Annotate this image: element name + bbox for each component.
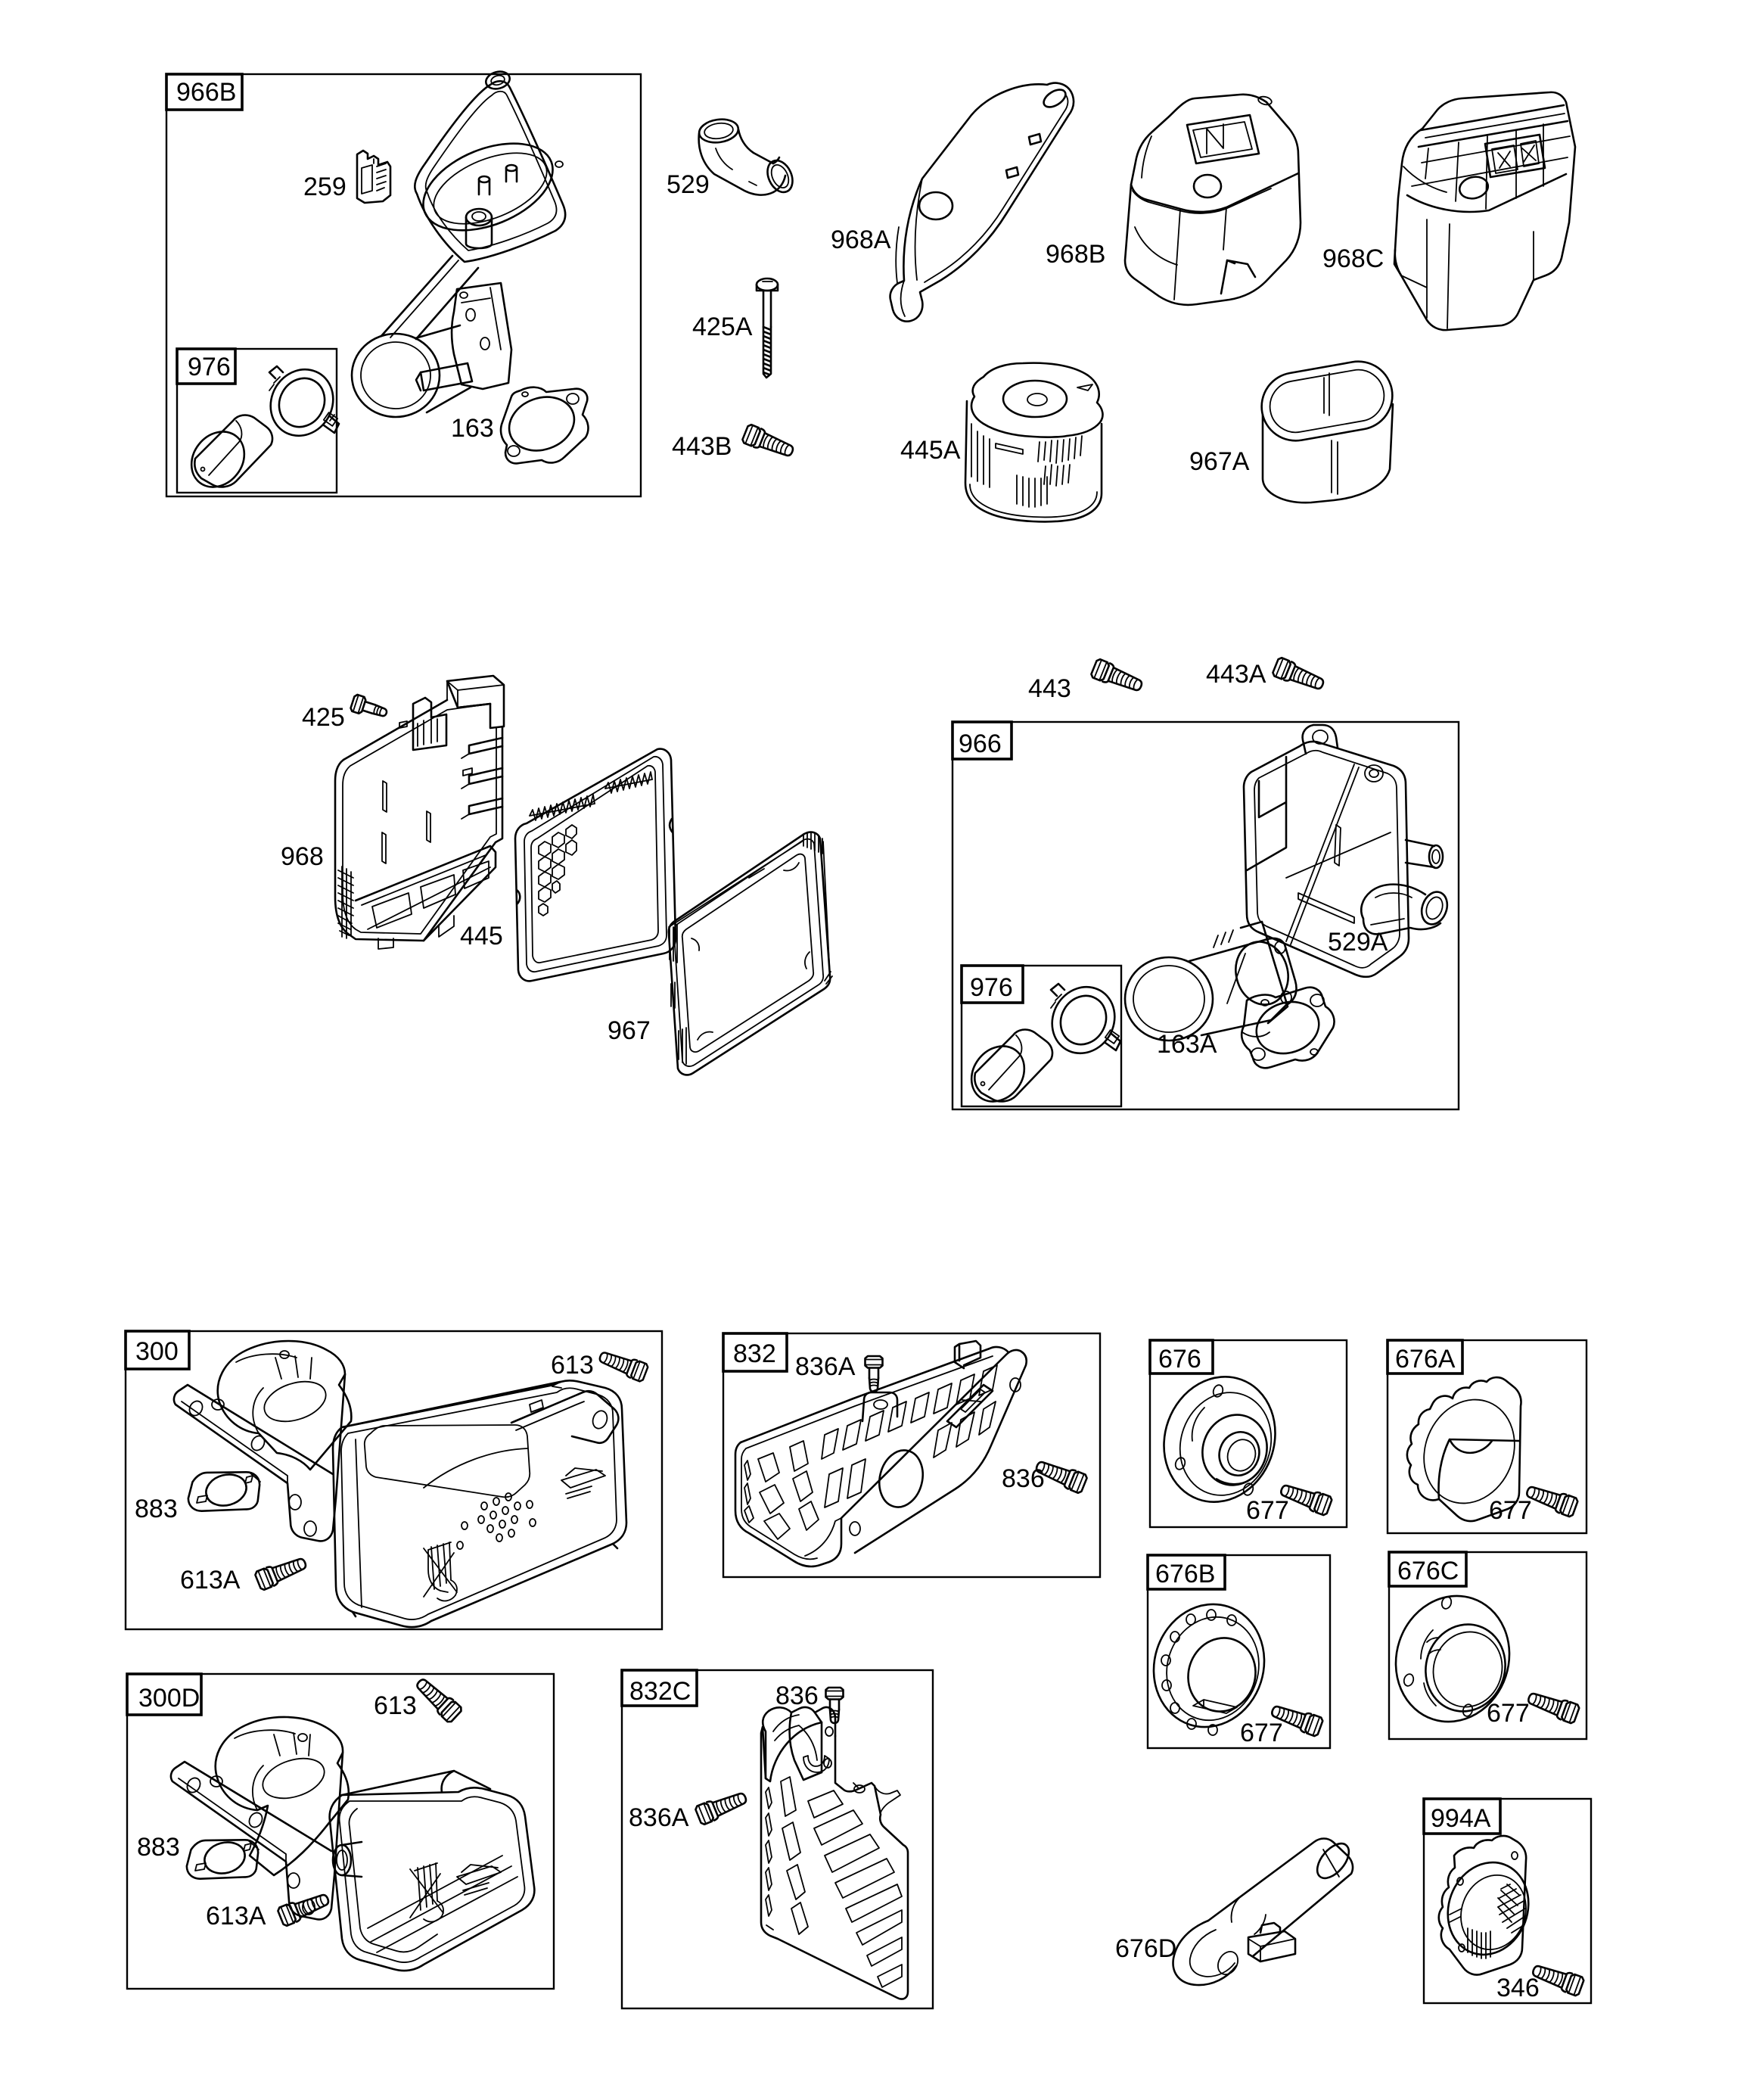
svg-text:676A: 676A [1395,1345,1456,1374]
svg-text:613: 613 [374,1691,417,1720]
svg-text:968C: 968C [1322,244,1384,273]
svg-text:966B: 966B [176,78,236,107]
svg-text:976: 976 [188,353,231,381]
svg-text:529: 529 [667,170,710,199]
svg-text:676B: 676B [1155,1560,1215,1588]
svg-text:836A: 836A [795,1352,856,1381]
svg-text:966: 966 [959,730,1002,758]
svg-text:836: 836 [775,1682,819,1710]
svg-text:613A: 613A [180,1566,241,1594]
svg-text:967: 967 [608,1016,651,1045]
svg-text:259: 259 [303,173,347,201]
svg-text:676: 676 [1158,1345,1201,1374]
svg-text:967A: 967A [1189,447,1250,476]
svg-text:346: 346 [1496,1974,1540,2002]
svg-text:445A: 445A [900,436,961,465]
svg-text:163: 163 [451,414,494,443]
svg-text:613A: 613A [206,1902,266,1930]
svg-text:676C: 676C [1397,1557,1459,1585]
svg-text:443B: 443B [672,432,732,461]
svg-text:443: 443 [1028,674,1071,703]
svg-text:425: 425 [302,703,345,732]
svg-text:836A: 836A [629,1803,689,1832]
svg-text:300: 300 [135,1337,179,1366]
svg-text:883: 883 [135,1495,178,1523]
svg-text:677: 677 [1487,1699,1530,1728]
svg-text:883: 883 [137,1833,180,1862]
svg-text:836: 836 [1002,1464,1045,1493]
svg-text:677: 677 [1240,1719,1283,1747]
svg-text:832C: 832C [629,1677,691,1706]
svg-text:529A: 529A [1328,928,1388,957]
svg-text:445: 445 [460,922,503,950]
svg-text:994A: 994A [1431,1804,1491,1833]
svg-text:976: 976 [970,973,1013,1002]
svg-text:300D: 300D [138,1684,200,1713]
svg-text:677: 677 [1246,1496,1289,1525]
svg-text:425A: 425A [692,313,753,341]
svg-text:832: 832 [733,1339,776,1368]
svg-text:677: 677 [1489,1496,1532,1525]
svg-text:613: 613 [551,1351,594,1380]
svg-text:968B: 968B [1046,240,1105,269]
svg-text:443A: 443A [1206,660,1266,689]
svg-text:676D: 676D [1115,1934,1176,1963]
svg-text:968A: 968A [831,226,891,254]
svg-text:968: 968 [281,842,324,871]
